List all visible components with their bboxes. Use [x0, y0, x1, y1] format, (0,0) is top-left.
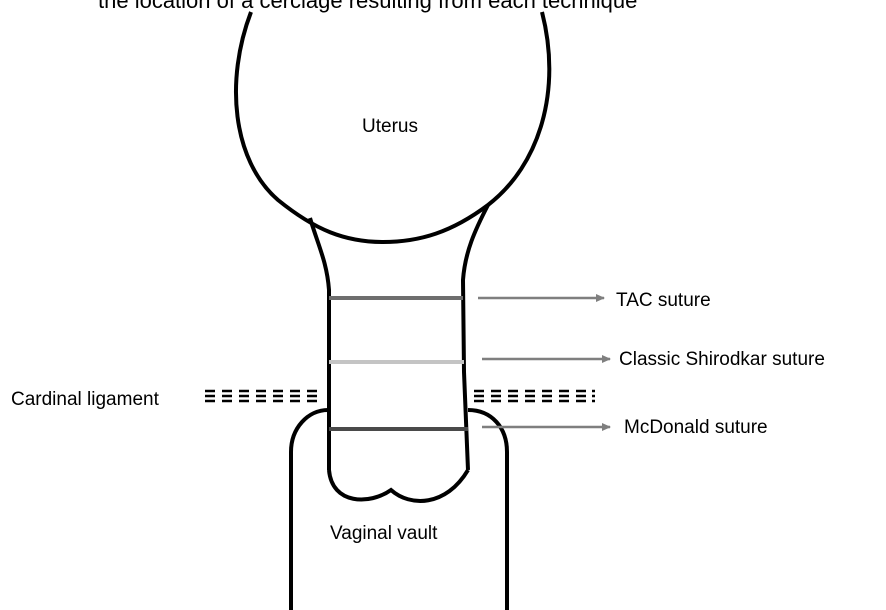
cardinal-ligament-right-dashes	[474, 391, 595, 401]
cardinal-ligament-left-dashes	[205, 391, 317, 401]
shirodkar-suture-label: Classic Shirodkar suture	[619, 350, 825, 369]
tac-suture-label: TAC suture	[616, 291, 711, 310]
figure-caption: the location of a cerclage resulting fro…	[98, 0, 637, 12]
cervix-left-wall	[310, 218, 329, 470]
cervix-bottom-lobes	[329, 470, 468, 501]
cardinal-ligament-label: Cardinal ligament	[11, 390, 159, 409]
uterus-label: Uterus	[362, 117, 418, 136]
vaginal-vault-shape	[291, 410, 507, 610]
vaginal-vault-label: Vaginal vault	[330, 524, 437, 543]
mcdonald-suture-label: McDonald suture	[624, 418, 768, 437]
